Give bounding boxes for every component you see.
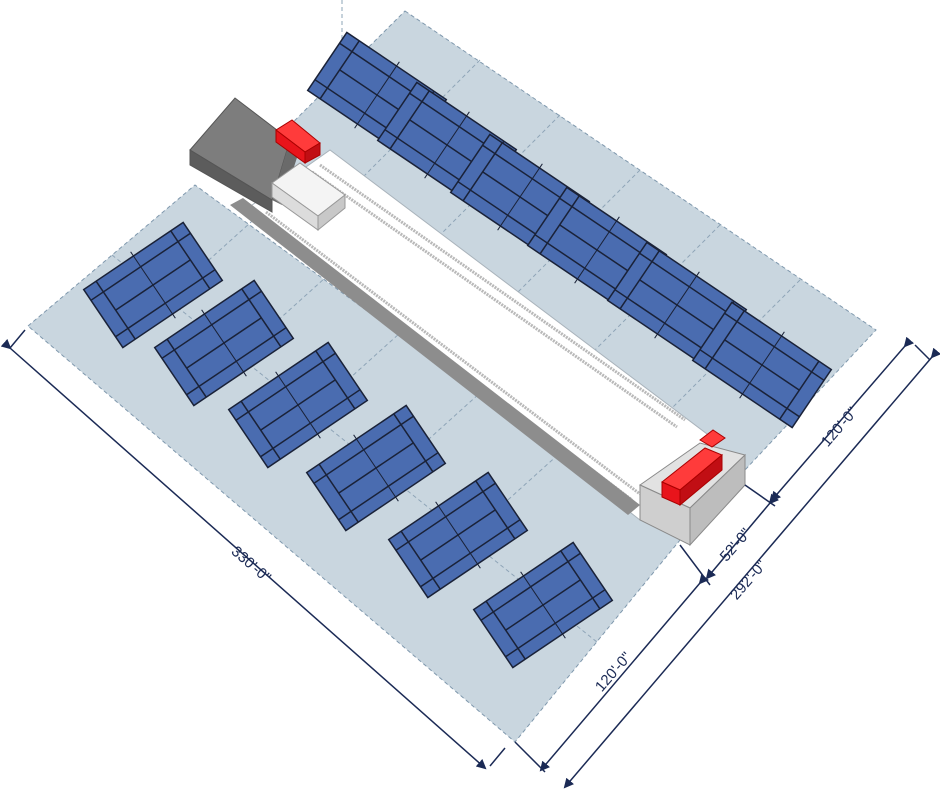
dimension-lines [0,329,940,789]
dim-lower-block: 120'-0" [592,649,635,695]
main-building [189,97,346,232]
court [82,221,224,349]
accent-block-upper [275,119,321,164]
dim-total-width: 292'-0" [727,557,770,603]
dim-upper-block: 120'-0" [818,404,861,450]
seating-upper [311,163,686,429]
dim-center-strip: 52'-0" [717,525,755,565]
dim-total-length: 330'-0" [228,543,274,586]
